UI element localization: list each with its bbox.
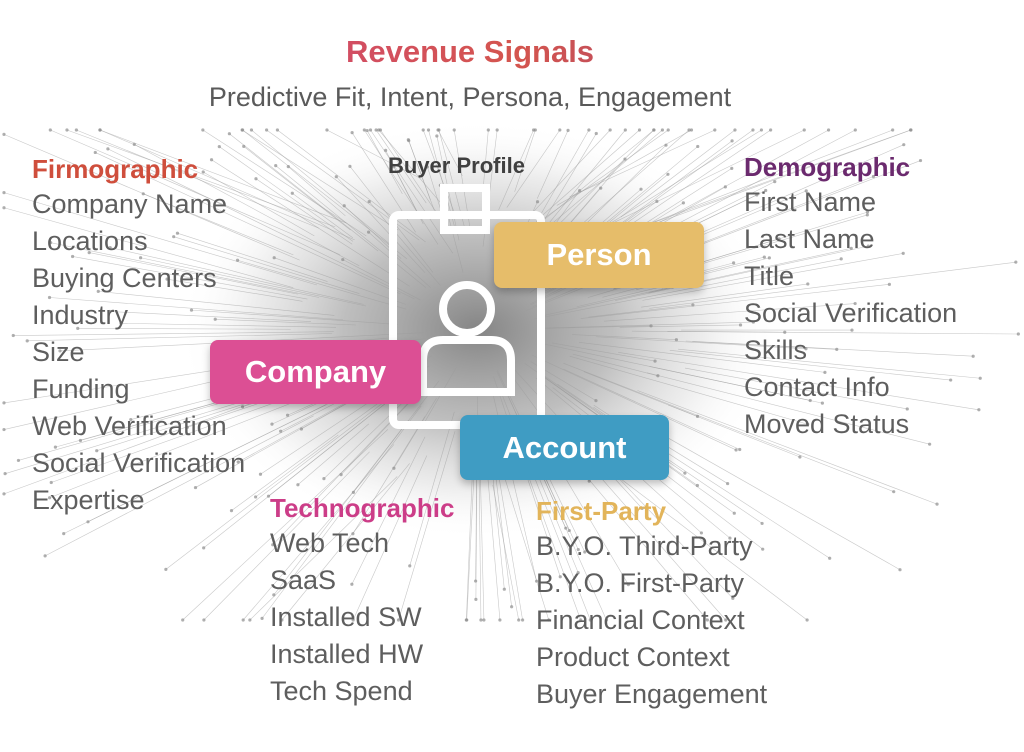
list-item: Locations bbox=[32, 223, 245, 260]
list-item: Product Context bbox=[536, 639, 767, 676]
list-item: Industry bbox=[32, 297, 245, 334]
list-item: SaaS bbox=[270, 562, 454, 599]
person-icon bbox=[423, 285, 511, 392]
list-item: Financial Context bbox=[536, 602, 767, 639]
list-item: Social Verification bbox=[32, 445, 245, 482]
account-tag: Account bbox=[460, 415, 669, 480]
list-item: Buyer Engagement bbox=[536, 676, 767, 713]
technographic-group: Technographic Web Tech SaaS Installed SW… bbox=[270, 491, 454, 710]
list-item: First Name bbox=[744, 184, 957, 221]
demographic-heading: Demographic bbox=[744, 150, 957, 184]
list-item: B.Y.O. First-Party bbox=[536, 565, 767, 602]
list-item: Skills bbox=[744, 332, 957, 369]
firmographic-group: Firmographic Company Name Locations Buyi… bbox=[32, 152, 245, 519]
list-item: Social Verification bbox=[744, 295, 957, 332]
firmographic-heading: Firmographic bbox=[32, 152, 245, 186]
list-item: Installed HW bbox=[270, 636, 454, 673]
list-item: B.Y.O. Third-Party bbox=[536, 528, 767, 565]
list-item: Contact Info bbox=[744, 369, 957, 406]
list-item: Installed SW bbox=[270, 599, 454, 636]
list-item: Last Name bbox=[744, 221, 957, 258]
first-party-group: First-Party B.Y.O. Third-Party B.Y.O. Fi… bbox=[536, 494, 767, 713]
first-party-heading: First-Party bbox=[536, 494, 767, 528]
list-item: Moved Status bbox=[744, 406, 957, 443]
list-item: Size bbox=[32, 334, 245, 371]
list-item: Web Verification bbox=[32, 408, 245, 445]
list-item: Web Tech bbox=[270, 525, 454, 562]
list-item: Funding bbox=[32, 371, 245, 408]
list-item: Title bbox=[744, 258, 957, 295]
buyer-profile-label: Buyer Profile bbox=[388, 153, 525, 179]
technographic-heading: Technographic bbox=[270, 491, 454, 525]
person-tag: Person bbox=[494, 222, 704, 288]
demographic-group: Demographic First Name Last Name Title S… bbox=[744, 150, 957, 443]
list-item: Expertise bbox=[32, 482, 245, 519]
list-item: Buying Centers bbox=[32, 260, 245, 297]
list-item: Tech Spend bbox=[270, 673, 454, 710]
list-item: Company Name bbox=[32, 186, 245, 223]
